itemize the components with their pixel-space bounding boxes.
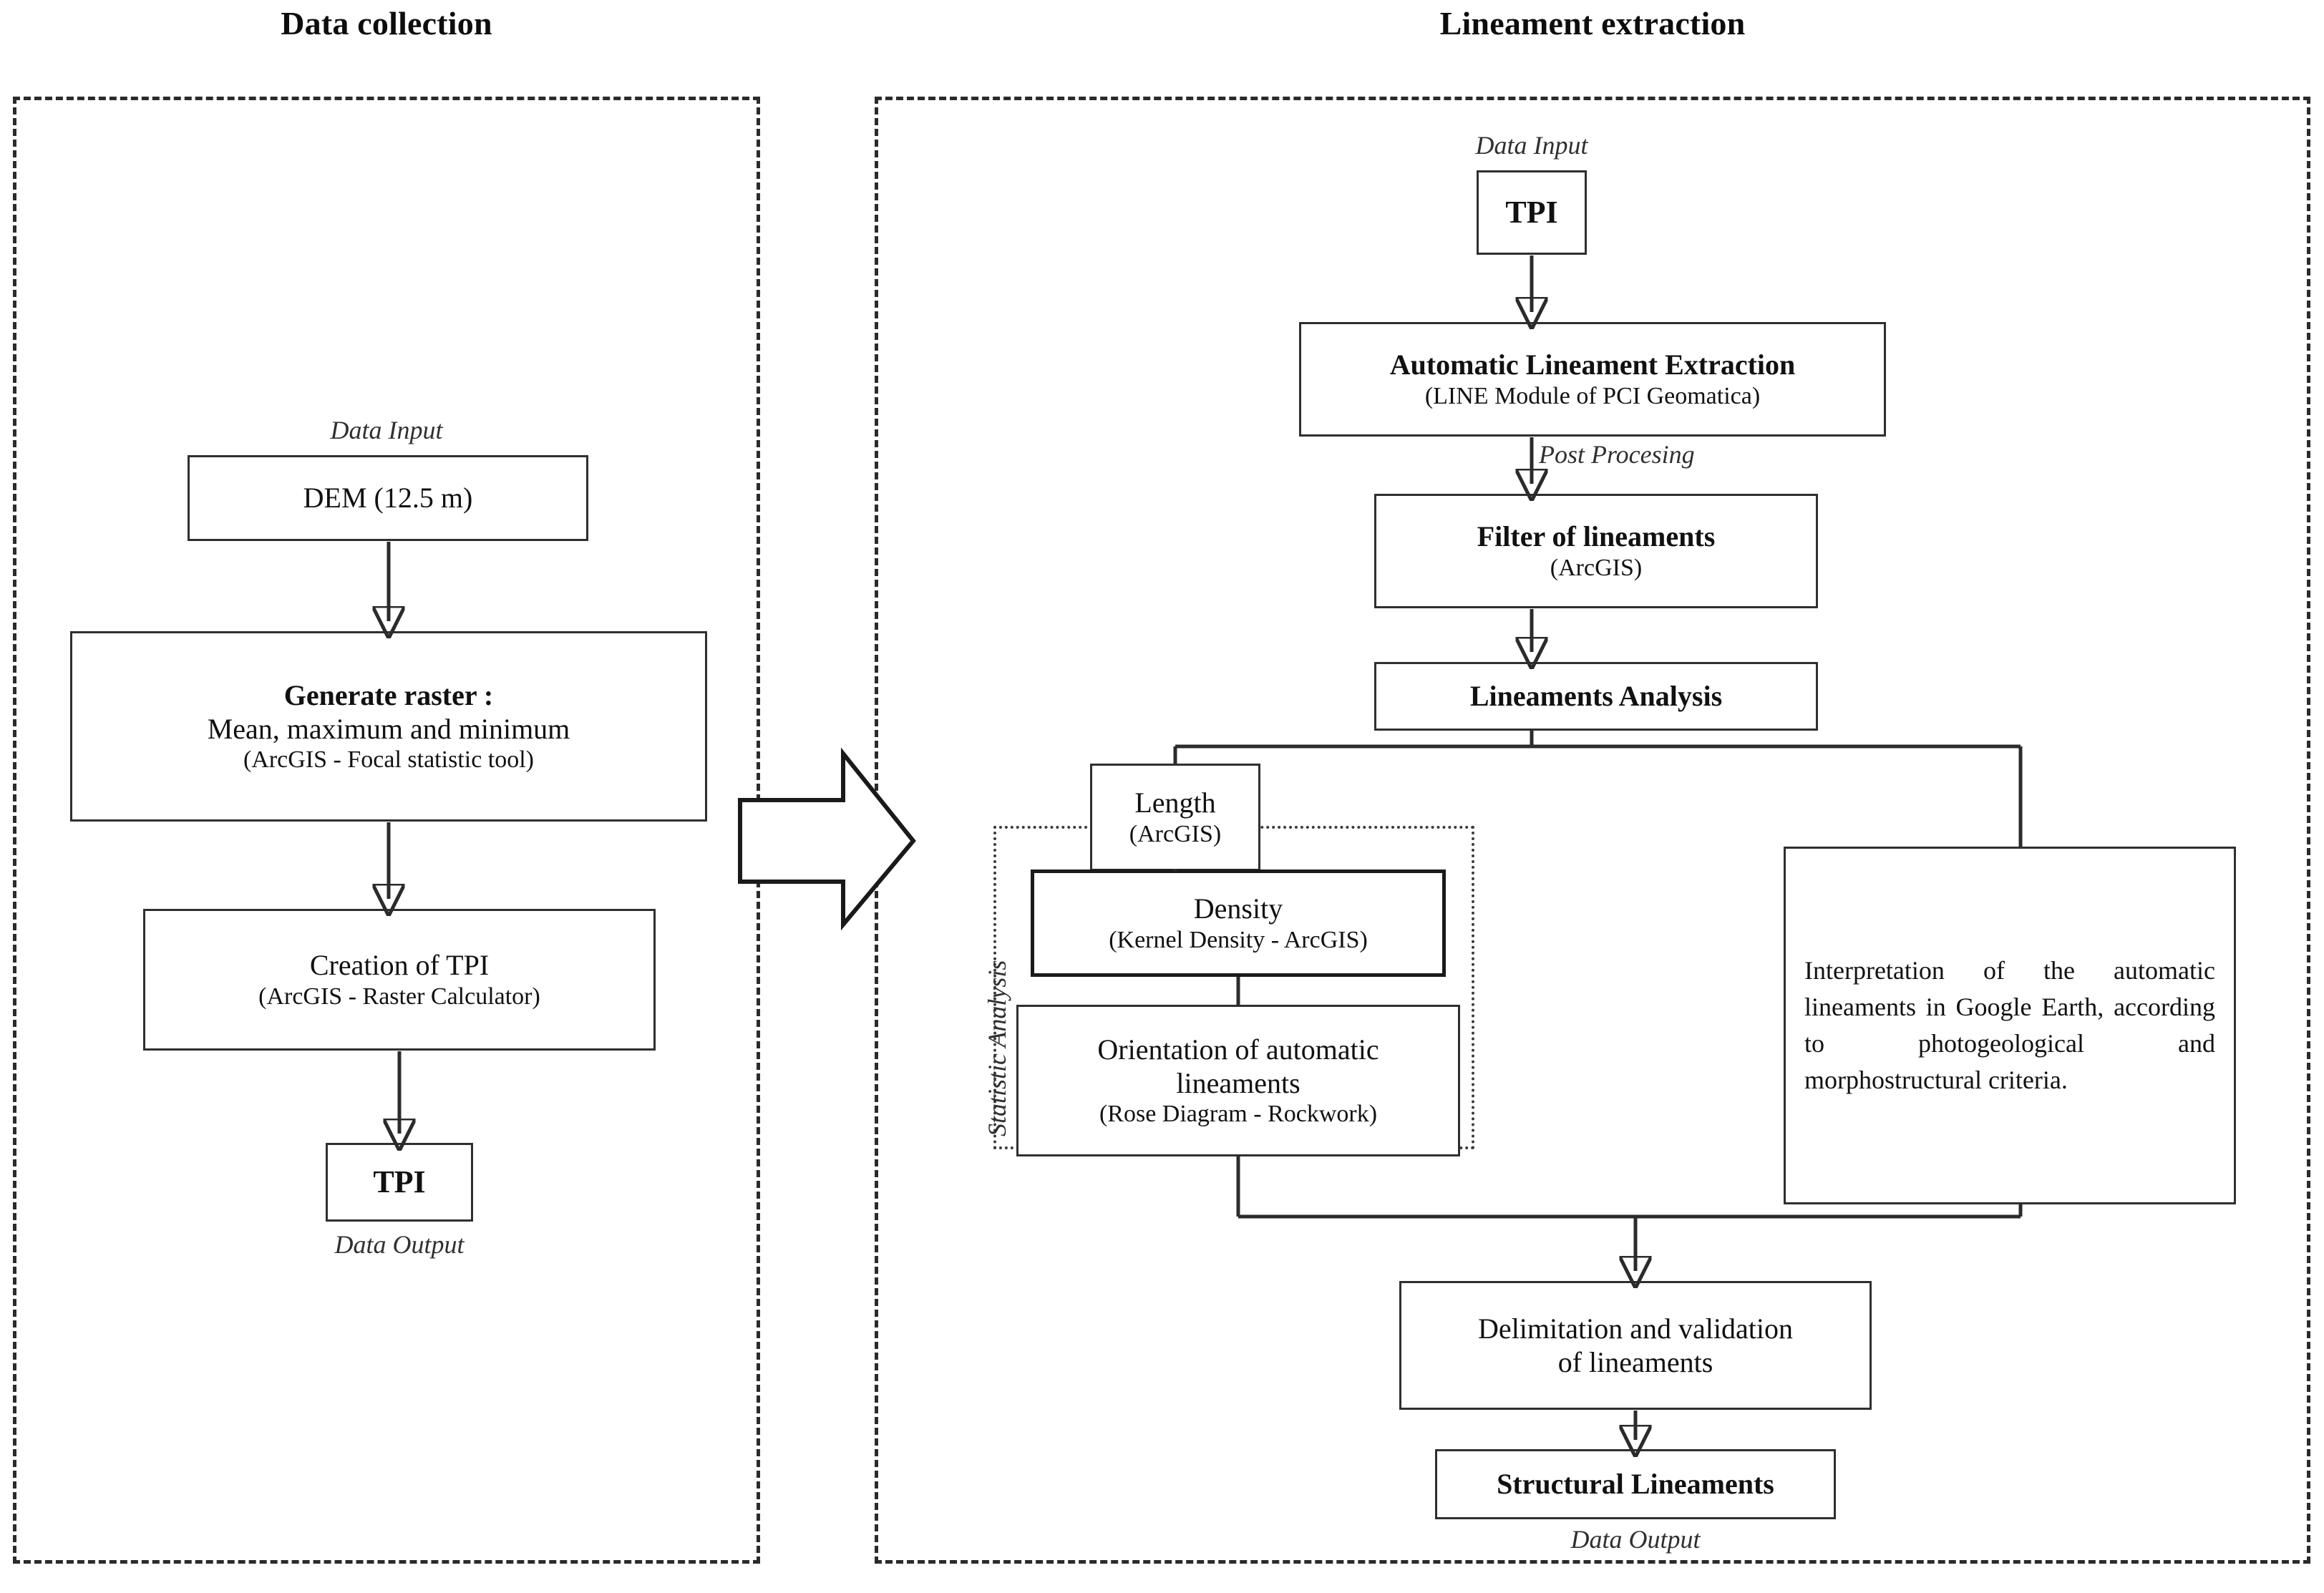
node-density[interactable]: Density (Kernel Density - ArcGIS) xyxy=(1031,869,1446,977)
node-length-line1: Length xyxy=(1134,786,1216,819)
node-ale-line1: Automatic Lineament Extraction xyxy=(1389,349,1796,381)
node-analysis-line1: Lineaments Analysis xyxy=(1469,680,1723,713)
node-generate-raster-line3: (ArcGIS - Focal statistic tool) xyxy=(243,746,535,774)
caption-post-processing: Post Procesing xyxy=(1539,440,1695,469)
node-tpi-input-line1: TPI xyxy=(1505,195,1558,230)
node-generate-raster[interactable]: Generate raster : Mean, maximum and mini… xyxy=(70,631,707,822)
node-dem-line1: DEM (12.5 m) xyxy=(303,482,473,515)
node-interpretation-text: Interpretation of the automatic lineamen… xyxy=(1804,955,2215,1095)
node-orientation-line2: lineaments xyxy=(1176,1066,1300,1099)
node-delimitation[interactable]: Delimitation and validation of lineament… xyxy=(1399,1281,1872,1410)
node-tpi-output-line1: TPI xyxy=(373,1164,426,1200)
node-generate-raster-line2: Mean, maximum and minimum xyxy=(207,712,570,745)
node-delimitation-line2: of lineaments xyxy=(1557,1346,1713,1378)
node-density-line1: Density xyxy=(1193,892,1283,925)
node-structural-lineaments[interactable]: Structural Lineaments xyxy=(1435,1449,1836,1519)
node-creation-tpi-line2: (ArcGIS - Raster Calculator) xyxy=(258,983,540,1010)
node-dem[interactable]: DEM (12.5 m) xyxy=(188,455,588,541)
panel-title-data-collection: Data collection xyxy=(281,5,492,42)
caption-data-output-left: Data Output xyxy=(334,1230,465,1259)
node-creation-tpi-line1: Creation of TPI xyxy=(309,949,490,982)
node-orientation-line3: (Rose Diagram - Rockwork) xyxy=(1099,1101,1378,1128)
node-density-line2: (Kernel Density - ArcGIS) xyxy=(1109,926,1368,953)
caption-data-output-right: Data Output xyxy=(1570,1525,1701,1554)
node-automatic-lineament-extraction[interactable]: Automatic Lineament Extraction (LINE Mod… xyxy=(1299,322,1886,437)
node-length-line2: (ArcGIS) xyxy=(1129,820,1222,847)
node-creation-tpi[interactable]: Creation of TPI (ArcGIS - Raster Calcula… xyxy=(143,909,656,1051)
node-delimitation-line1: Delimitation and validation xyxy=(1478,1312,1793,1345)
node-filter-line2: (ArcGIS) xyxy=(1550,554,1643,581)
node-filter-line1: Filter of lineaments xyxy=(1477,520,1716,553)
node-generate-raster-line1: Generate raster : xyxy=(283,678,494,711)
node-orientation[interactable]: Orientation of automatic lineaments (Ros… xyxy=(1016,1005,1460,1156)
node-length[interactable]: Length (ArcGIS) xyxy=(1090,764,1260,871)
node-ale-line2: (LINE Module of PCI Geomatica) xyxy=(1424,382,1761,409)
node-structural-line1: Structural Lineaments xyxy=(1497,1468,1774,1501)
node-interpretation[interactable]: Interpretation of the automatic lineamen… xyxy=(1784,847,2236,1204)
node-filter-of-lineaments[interactable]: Filter of lineaments (ArcGIS) xyxy=(1374,494,1818,608)
node-tpi-output[interactable]: TPI xyxy=(326,1143,473,1222)
node-orientation-line1: Orientation of automatic xyxy=(1097,1033,1379,1066)
node-lineaments-analysis[interactable]: Lineaments Analysis xyxy=(1374,662,1818,731)
caption-data-input-left: Data Input xyxy=(330,416,443,444)
node-tpi-input[interactable]: TPI xyxy=(1477,170,1587,255)
statistic-analysis-label: Statistic Analysis xyxy=(983,960,1011,1136)
panel-data-collection xyxy=(13,97,760,1564)
panel-title-lineament-extraction: Lineament extraction xyxy=(1439,5,1746,42)
caption-data-input-right: Data Input xyxy=(1475,131,1588,160)
